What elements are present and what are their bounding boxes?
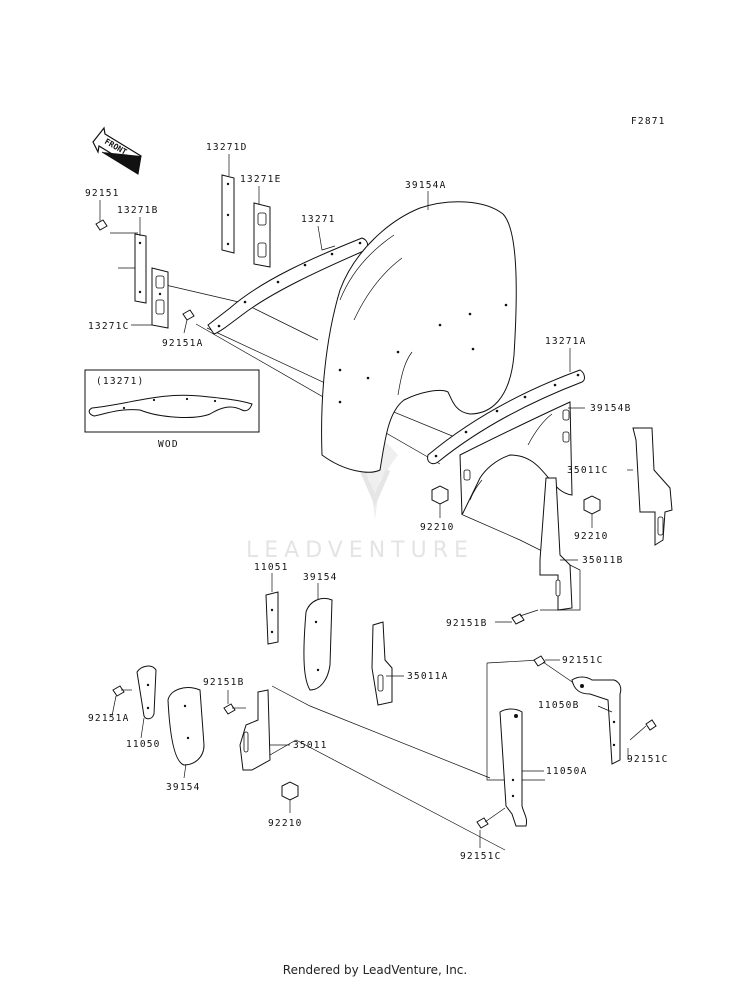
bolt-92151c-lower — [476, 807, 506, 829]
label-92210-lower: 92210 — [268, 818, 303, 829]
label-92151a-lower: 92151A — [88, 713, 130, 724]
label-92151-top: 92151 — [85, 188, 120, 199]
inset-caption: WOD — [158, 439, 179, 450]
bracket-11050a — [499, 708, 527, 827]
inset-title: (13271) — [96, 376, 144, 387]
leader-lines — [99, 154, 633, 848]
label-92151b-lower: 92151B — [203, 677, 245, 688]
label-35011b: 35011B — [582, 555, 624, 566]
cover-11050 — [136, 665, 157, 720]
windshield-39154a — [321, 201, 517, 473]
label-11050b: 11050B — [538, 700, 580, 711]
label-39154b: 39154B — [590, 403, 632, 414]
label-92151a-upper: 92151A — [162, 338, 204, 349]
bolt-92151-top — [95, 219, 108, 231]
watermark-text: LEADVENTURE — [246, 538, 474, 563]
bracket-35011c — [632, 427, 673, 546]
label-92151b-mid: 92151B — [446, 618, 488, 629]
bracket-35011a — [371, 621, 393, 706]
label-92151c-lower: 92151C — [460, 851, 502, 862]
label-13271c: 13271C — [88, 321, 130, 332]
label-13271d: 13271D — [206, 142, 248, 153]
figure-code: F2871 — [631, 116, 666, 127]
label-92210-right: 92210 — [574, 531, 609, 542]
bracket-35011b — [539, 477, 573, 611]
bolt-92151a-upper — [182, 309, 195, 321]
label-13271a: 13271A — [545, 336, 587, 347]
trim-13271a — [427, 369, 585, 465]
nut-92210-right — [583, 495, 601, 515]
label-39154-mid: 39154 — [303, 572, 338, 583]
label-11051: 11051 — [254, 562, 289, 573]
bracket-13271c — [151, 267, 169, 329]
label-13271: 13271 — [301, 214, 336, 225]
label-13271b: 13271B — [117, 205, 159, 216]
bracket-11050b — [571, 676, 622, 765]
nut-92210-lower — [281, 781, 299, 801]
bracket-13271e — [253, 202, 271, 268]
bracket-35011 — [239, 689, 271, 771]
cover-11051 — [265, 591, 279, 645]
label-92151c-right: 92151C — [627, 754, 669, 765]
front-arrow-icon: FRONT — [92, 126, 142, 175]
windshield-39154-mid — [303, 598, 333, 691]
label-35011a: 35011A — [407, 671, 449, 682]
bracket-13271b — [134, 233, 147, 304]
label-39154a: 39154A — [405, 180, 447, 191]
label-11050: 11050 — [126, 739, 161, 750]
bolt-92151a-lower — [112, 685, 132, 697]
label-11050a: 11050A — [546, 766, 588, 777]
label-35011c: 35011C — [567, 465, 609, 476]
label-13271e: 13271E — [240, 174, 282, 185]
label-35011: 35011 — [293, 740, 328, 751]
bolt-92151b-lower — [223, 703, 246, 715]
inset-wod: (13271) — [84, 369, 260, 433]
bolt-92151c-right — [629, 719, 657, 741]
nut-92210-mid — [431, 485, 449, 505]
label-39154-lower: 39154 — [166, 782, 201, 793]
footer-credit: Rendered by LeadVenture, Inc. — [282, 963, 468, 977]
windshield-39154-lower — [167, 687, 205, 766]
bracket-13271d — [221, 174, 235, 254]
label-92151c-upper: 92151C — [562, 655, 604, 666]
bolt-92151b-mid — [511, 609, 539, 625]
bolt-92151c-upper — [533, 655, 579, 687]
label-92210-mid: 92210 — [420, 522, 455, 533]
